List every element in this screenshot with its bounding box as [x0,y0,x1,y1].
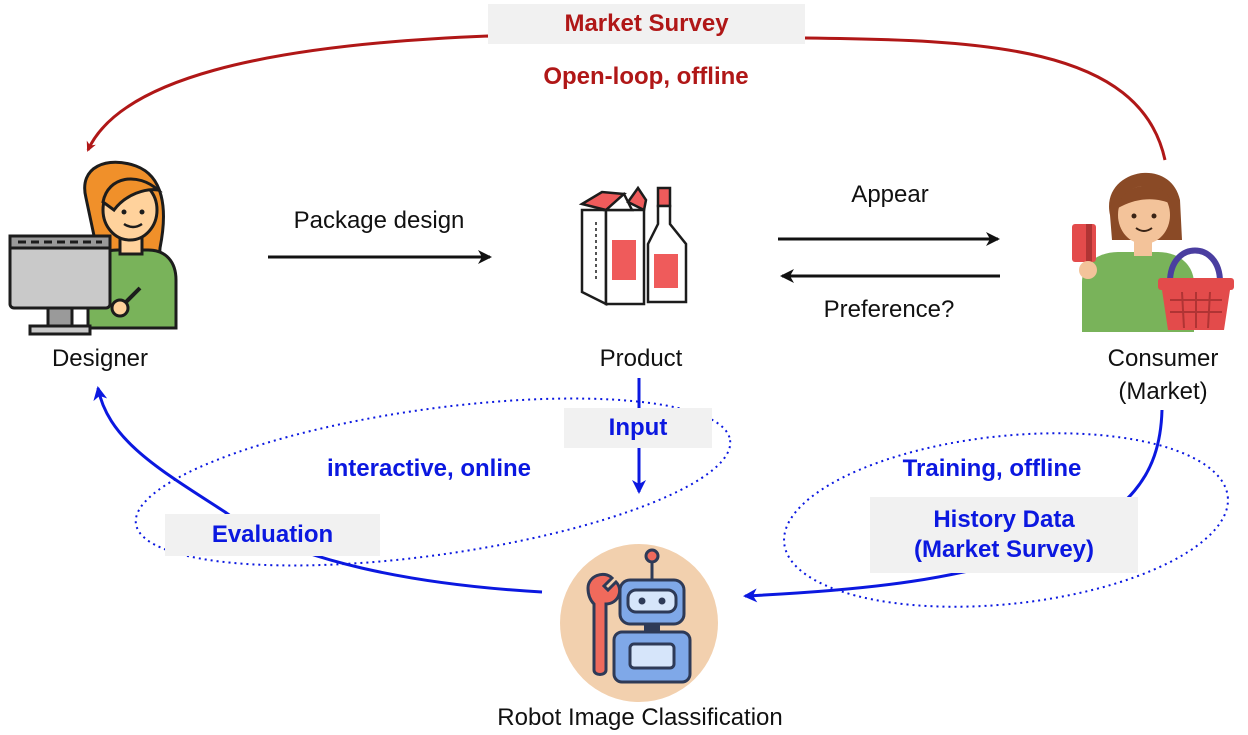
history-data-box: History Data (Market Survey) [870,497,1138,573]
preference-label: Preference? [823,296,955,323]
evaluation-label: Evaluation [211,521,334,548]
consumer-with-basket-icon [1072,172,1234,332]
consumer-label: Consumer [1107,345,1219,372]
market-survey-sub-label: (Market Survey) [913,536,1095,563]
market-survey-loop-arrow [86,34,1167,161]
robot-label: Robot Image Classification [497,704,783,731]
training-offline-caption: Training, offline [902,455,1082,482]
robot-with-wrench-icon [560,544,718,702]
evaluation-box: Evaluation [165,514,380,556]
history-data-label: History Data [933,506,1075,533]
appear-label: Appear [851,181,929,208]
input-label: Input [608,414,668,441]
product-package-icon [578,185,688,307]
package-design-label: Package design [293,207,465,234]
training-loop-ellipse [783,432,1229,608]
designer-at-computer-icon [8,160,178,336]
consumer-market-label: (Market) [1118,378,1208,405]
evaluation-arrow [93,386,543,594]
open-loop-caption: Open-loop, offline [543,63,749,90]
market-survey-box: Market Survey [488,4,805,44]
interactive-loop-ellipse [134,397,732,567]
interactive-online-caption: interactive, online [326,455,532,482]
product-label: Product [599,345,683,372]
designer-label: Designer [51,345,149,372]
input-box: Input [564,408,712,448]
market-survey-label: Market Survey [564,10,729,37]
